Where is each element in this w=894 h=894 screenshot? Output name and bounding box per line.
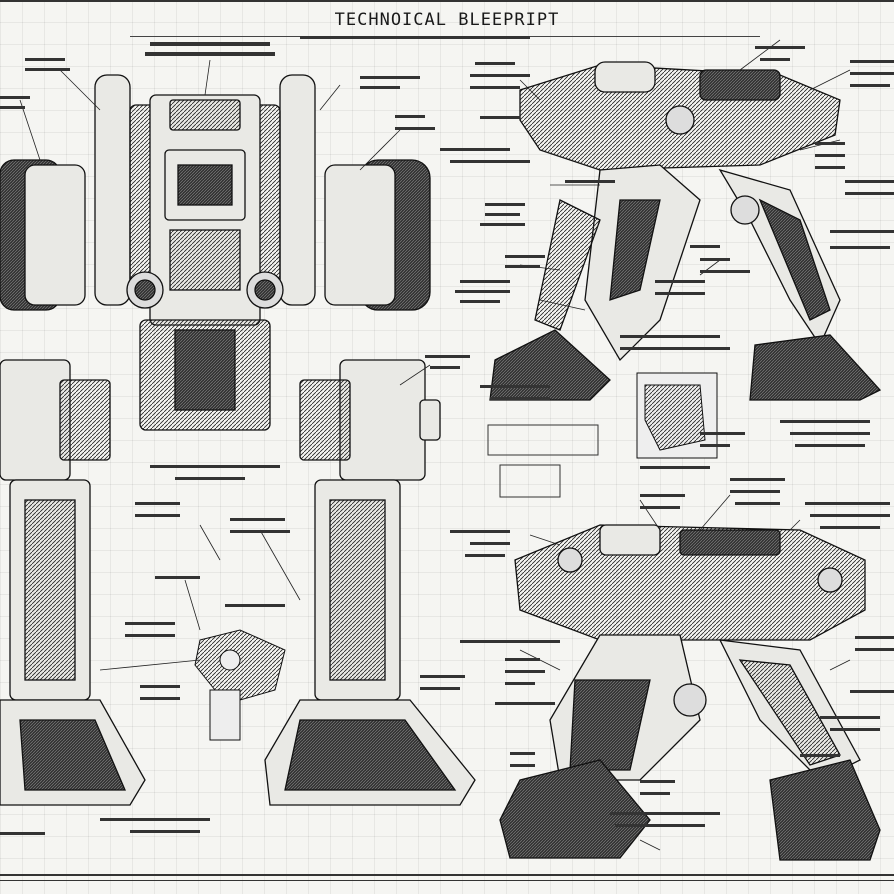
top-border xyxy=(0,0,894,2)
front-view-mech xyxy=(0,74,476,806)
bottom-border xyxy=(0,874,894,876)
inset-detail xyxy=(636,372,718,459)
bottom-border-inner xyxy=(0,880,894,881)
side-view-mech xyxy=(489,61,882,401)
page-title: TECHNOICAL BLEEPRIPT xyxy=(334,10,560,30)
component-detail xyxy=(194,629,286,741)
three-quarter-view-mech xyxy=(499,524,881,861)
